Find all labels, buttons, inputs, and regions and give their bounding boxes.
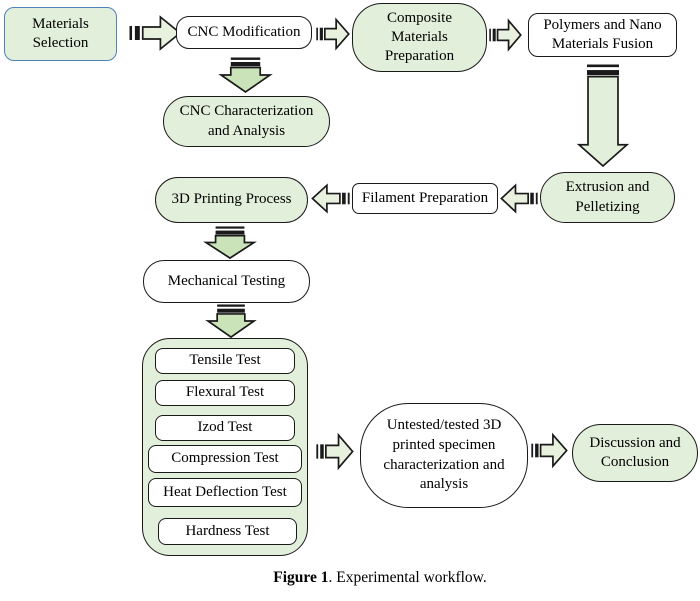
node-compression-test: Compression Test [148,445,302,473]
node-extrusion-pelletizing: Extrusion and Pelletizing [540,172,675,223]
node-heat-deflection-test: Heat Deflection Test [148,478,302,507]
node-flexural-test: Flexural Test [155,380,295,406]
node-cnc-characterization-analysis: CNC Characterization and Analysis [163,96,330,147]
striped-long-down-arrow-icon [578,64,628,167]
striped-right-arrow-icon [129,13,182,53]
striped-right-arrow-icon [531,431,568,470]
striped-down-arrow-icon [205,226,255,259]
node-tensile-test: Tensile Test [155,348,295,374]
striped-left-arrow-icon [311,182,350,215]
figure-caption-text: . Experimental workflow. [328,569,487,586]
striped-down-arrow-icon [220,57,271,93]
node-discussion-conclusion: Discussion and Conclusion [572,424,698,482]
striped-down-arrow-icon [207,304,255,338]
figure-caption: Figure 1. Experimental workflow. [60,569,700,587]
figure-caption-label: Figure 1 [273,569,329,586]
node-3d-printing-process: 3D Printing Process [155,177,308,223]
node-composite-materials-preparation: Composite Materials Preparation [352,3,487,72]
striped-right-arrow-icon [316,16,350,52]
node-hardness-test: Hardness Test [158,518,297,545]
node-polymers-nano-fusion: Polymers and Nano Materials Fusion [528,13,677,57]
node-specimen-characterization-analysis: Untested/tested 3D printed specimen char… [360,403,528,508]
node-filament-preparation: Filament Preparation [352,183,498,214]
striped-left-arrow-icon [500,182,538,215]
node-materials-selection: Materials Selection [4,7,117,61]
node-mechanical-testing: Mechanical Testing [143,260,310,303]
striped-right-arrow-icon [489,17,522,53]
striped-right-arrow-icon [316,431,354,472]
node-cnc-modification: CNC Modification [176,16,312,49]
node-izod-test: Izod Test [155,415,295,441]
